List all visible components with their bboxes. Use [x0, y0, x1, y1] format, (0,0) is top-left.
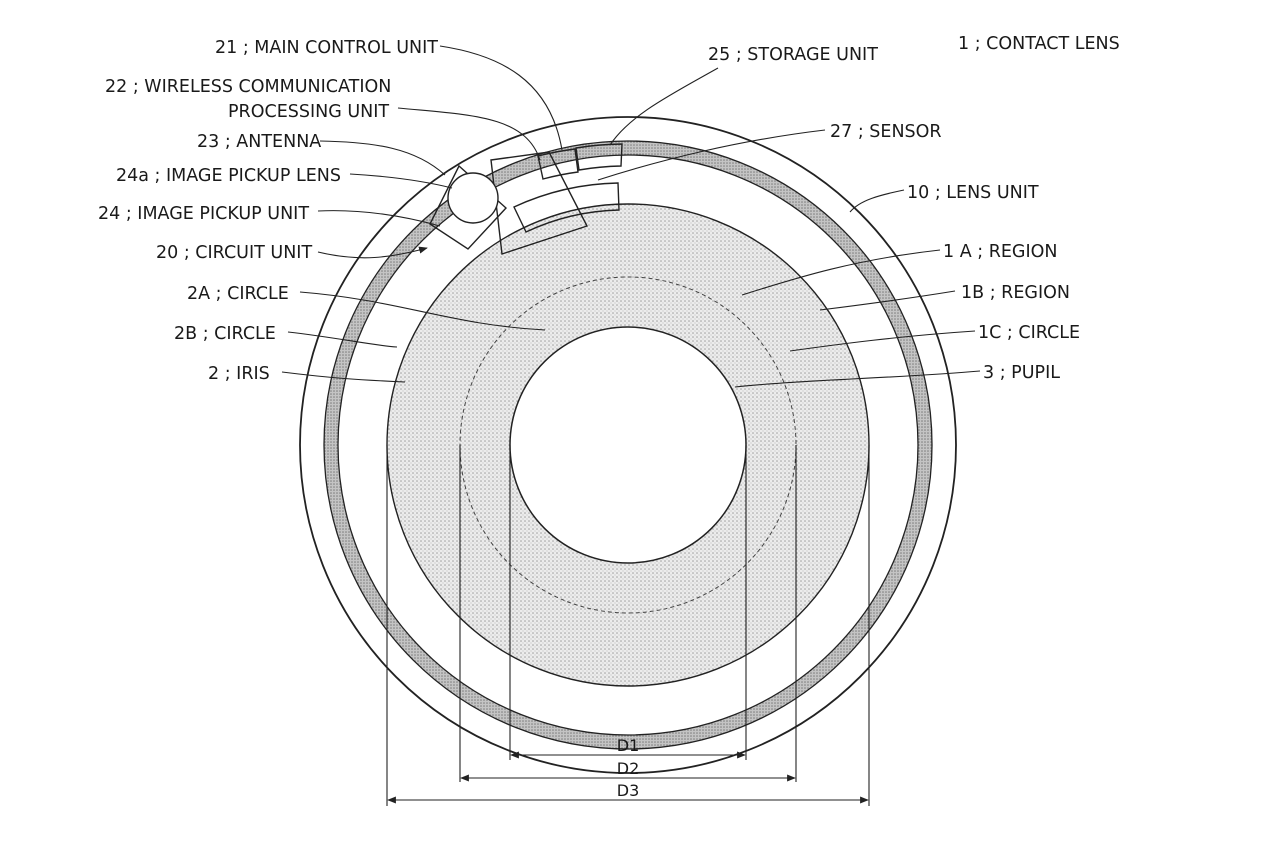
- pupil-circle: [509, 326, 747, 564]
- label-circle-2a: 2A ; CIRCLE: [187, 284, 289, 304]
- label-circuit-unit: 20 ; CIRCUIT UNIT: [156, 243, 312, 263]
- leader-region-1a: [741, 249, 941, 296]
- label-storage-unit: 25 ; STORAGE UNIT: [708, 45, 878, 65]
- wireless-unit-block: [490, 151, 588, 255]
- label-circle-1c: 1C ; CIRCLE: [978, 323, 1080, 343]
- leader-storage: [609, 67, 719, 146]
- leader-iris: [281, 371, 406, 383]
- circuit-components: [429, 143, 623, 255]
- dimension-label-d1: D1: [617, 736, 640, 755]
- image-pickup-unit-block: [429, 164, 507, 250]
- label-sensor: 27 ; SENSOR: [830, 122, 942, 142]
- leader-main-control: [439, 45, 563, 151]
- leader-wireless: [397, 107, 541, 161]
- leader-antenna: [319, 140, 446, 176]
- leader-circle-2b: [287, 331, 398, 348]
- image-pickup-lens-circle: [447, 172, 499, 224]
- dimension-lines: [386, 445, 870, 806]
- leader-lens-unit: [849, 189, 905, 213]
- sensor-arc: [513, 182, 620, 233]
- leader-circle-1c: [789, 330, 976, 352]
- label-image-pickup-lens: 24a ; IMAGE PICKUP LENS: [116, 166, 341, 186]
- labels: 1 ; CONTACT LENS 21 ; MAIN CONTROL UNIT …: [98, 34, 1120, 800]
- label-pupil: 3 ; PUPIL: [983, 363, 1060, 383]
- label-main-control-unit: 21 ; MAIN CONTROL UNIT: [215, 38, 438, 58]
- label-lens-unit: 10 ; LENS UNIT: [907, 183, 1039, 203]
- leader-circuit-unit: [317, 246, 428, 259]
- label-wireless-line2: PROCESSING UNIT: [228, 102, 389, 122]
- label-region-1a: 1 A ; REGION: [943, 242, 1058, 262]
- leader-lines: [281, 45, 981, 388]
- lens-rings: [299, 116, 957, 774]
- dimension-label-d2: D2: [617, 759, 640, 778]
- label-circle-2b: 2B ; CIRCLE: [174, 324, 276, 344]
- leader-image-pickup-lens: [349, 173, 453, 189]
- dimension-label-d3: D3: [617, 781, 640, 800]
- label-region-1b: 1B ; REGION: [961, 283, 1070, 303]
- label-antenna: 23 ; ANTENNA: [197, 132, 321, 152]
- label-image-pickup-unit: 24 ; IMAGE PICKUP UNIT: [98, 204, 309, 224]
- storage-unit-arc: [575, 143, 623, 171]
- leader-pupil: [734, 370, 981, 388]
- label-iris: 2 ; IRIS: [208, 364, 270, 384]
- leader-image-pickup-unit: [317, 210, 441, 227]
- label-contact-lens: 1 ; CONTACT LENS: [958, 34, 1120, 54]
- leader-circle-2a: [299, 291, 546, 331]
- label-wireless-line1: 22 ; WIRELESS COMMUNICATION: [105, 77, 391, 97]
- leader-region-1b: [819, 290, 956, 311]
- leader-sensor: [597, 129, 826, 181]
